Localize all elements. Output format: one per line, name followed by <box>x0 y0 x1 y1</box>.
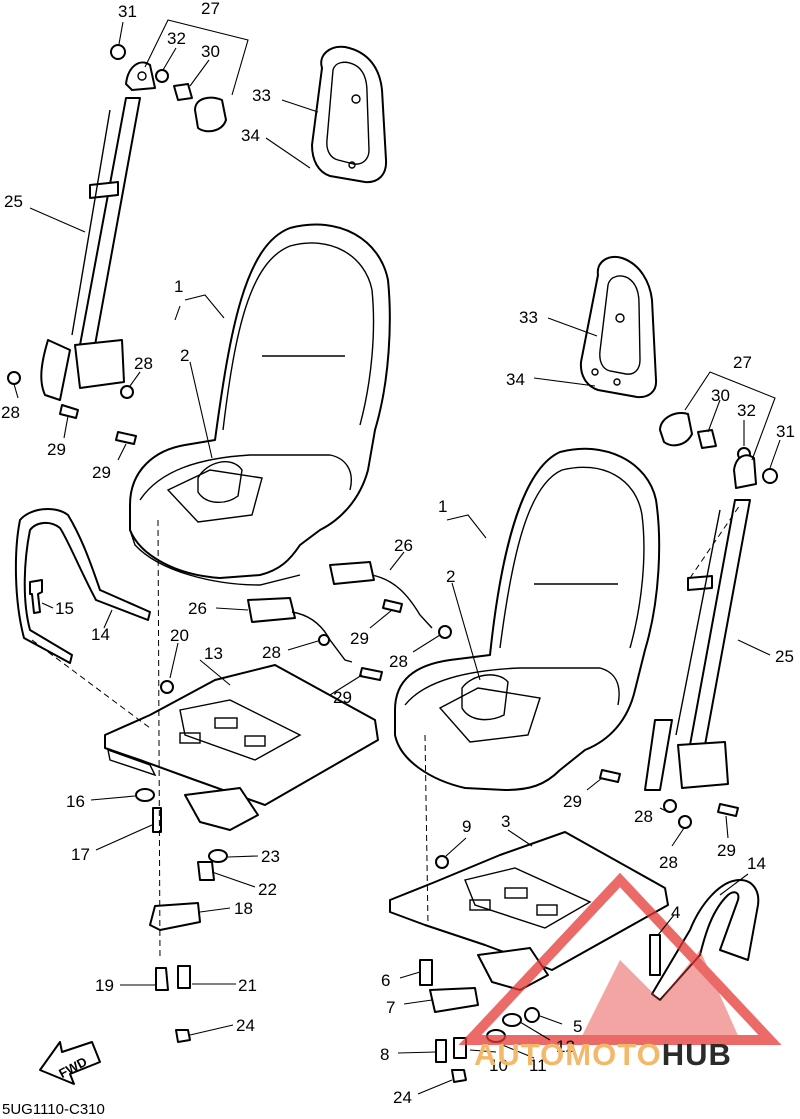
callout-28: 28 <box>134 354 153 373</box>
right-buckle <box>329 561 452 639</box>
left-seat-base <box>104 664 379 831</box>
callout-29: 29 <box>333 688 352 707</box>
callouts-right: 33 27 34 30 32 31 1 26 2 29 28 25 29 28 … <box>350 308 795 1107</box>
callout-29: 29 <box>717 841 736 860</box>
callout-29: 29 <box>563 792 582 811</box>
right-headrest <box>579 256 658 399</box>
callout-14: 14 <box>91 625 110 644</box>
fwd-arrow-icon <box>39 1041 101 1085</box>
callout-25: 25 <box>4 192 23 211</box>
callout-5: 5 <box>573 1017 582 1036</box>
callout-24: 24 <box>393 1088 412 1107</box>
watermark-part2: HUB <box>661 1037 732 1072</box>
callout-4: 4 <box>671 903 680 922</box>
callout-9: 9 <box>462 817 471 836</box>
callout-1: 1 <box>174 277 183 296</box>
callout-6: 6 <box>381 971 390 990</box>
callout-26: 26 <box>188 599 207 618</box>
callout-11: 11 <box>529 1056 547 1075</box>
right-upper-anchor <box>659 412 778 489</box>
callout-22: 22 <box>258 880 277 899</box>
callout-17: 17 <box>71 845 90 864</box>
right-seatbelt <box>644 499 751 791</box>
callout-29: 29 <box>92 463 111 482</box>
callout-29: 29 <box>47 440 66 459</box>
watermark-logo-icon <box>458 872 782 1045</box>
left-bolts <box>7 371 137 614</box>
watermark-part1: AUTOMOTO <box>474 1037 662 1072</box>
left-buckle <box>247 597 383 681</box>
callout-24: 24 <box>236 1016 255 1035</box>
callout-31: 31 <box>776 422 795 441</box>
callout-28: 28 <box>1 403 20 422</box>
right-seat-shell <box>394 447 661 791</box>
callout-27: 27 <box>733 353 752 372</box>
callout-7: 7 <box>386 998 395 1017</box>
right-grab-bar <box>651 879 760 1001</box>
left-headrest <box>311 45 388 184</box>
right-bolts <box>599 504 741 829</box>
callout-1: 1 <box>438 497 447 516</box>
callout-20: 20 <box>170 626 189 645</box>
callout-30: 30 <box>711 386 730 405</box>
callout-28: 28 <box>634 807 653 826</box>
callout-14: 14 <box>747 854 766 873</box>
leader-lines <box>13 19 781 1095</box>
callout-27: 27 <box>201 0 220 18</box>
left-upper-anchor <box>110 44 227 133</box>
callout-8: 8 <box>380 1045 389 1064</box>
callout-34: 34 <box>241 126 260 145</box>
callout-33: 33 <box>252 86 271 105</box>
left-grab-bar <box>14 508 151 664</box>
callout-10: 10 <box>489 1056 508 1075</box>
callout-32: 32 <box>167 29 186 48</box>
callout-19: 19 <box>95 976 114 995</box>
callout-34: 34 <box>506 370 525 389</box>
callout-12: 12 <box>556 1037 575 1056</box>
document-code: 5UG1110-C310 <box>2 1101 105 1118</box>
callout-23: 23 <box>261 847 280 866</box>
callout-2: 2 <box>446 567 455 586</box>
callout-29: 29 <box>350 629 369 648</box>
callout-31: 31 <box>118 2 137 21</box>
callout-2: 2 <box>180 346 189 365</box>
callout-18: 18 <box>234 899 253 918</box>
callout-32: 32 <box>737 401 756 420</box>
callout-15: 15 <box>55 599 74 618</box>
watermark: AUTOMOTOHUB <box>474 1037 732 1073</box>
left-seat-shell <box>129 223 391 586</box>
callout-28: 28 <box>389 652 408 671</box>
callout-28: 28 <box>659 853 678 872</box>
callout-3: 3 <box>501 812 510 831</box>
callout-25: 25 <box>775 647 794 666</box>
right-lower-hardware <box>419 855 661 1083</box>
callout-28: 28 <box>262 643 281 662</box>
callout-30: 30 <box>201 42 220 61</box>
left-seatbelt <box>40 97 141 401</box>
callout-26: 26 <box>394 536 413 555</box>
callout-33: 33 <box>519 308 538 327</box>
callout-16: 16 <box>66 792 85 811</box>
callouts-left: 31 27 32 30 33 34 25 1 2 28 28 29 29 15 … <box>1 0 352 1035</box>
callout-21: 21 <box>238 976 257 995</box>
callout-13: 13 <box>204 644 223 663</box>
left-lower-hardware <box>31 519 228 1043</box>
